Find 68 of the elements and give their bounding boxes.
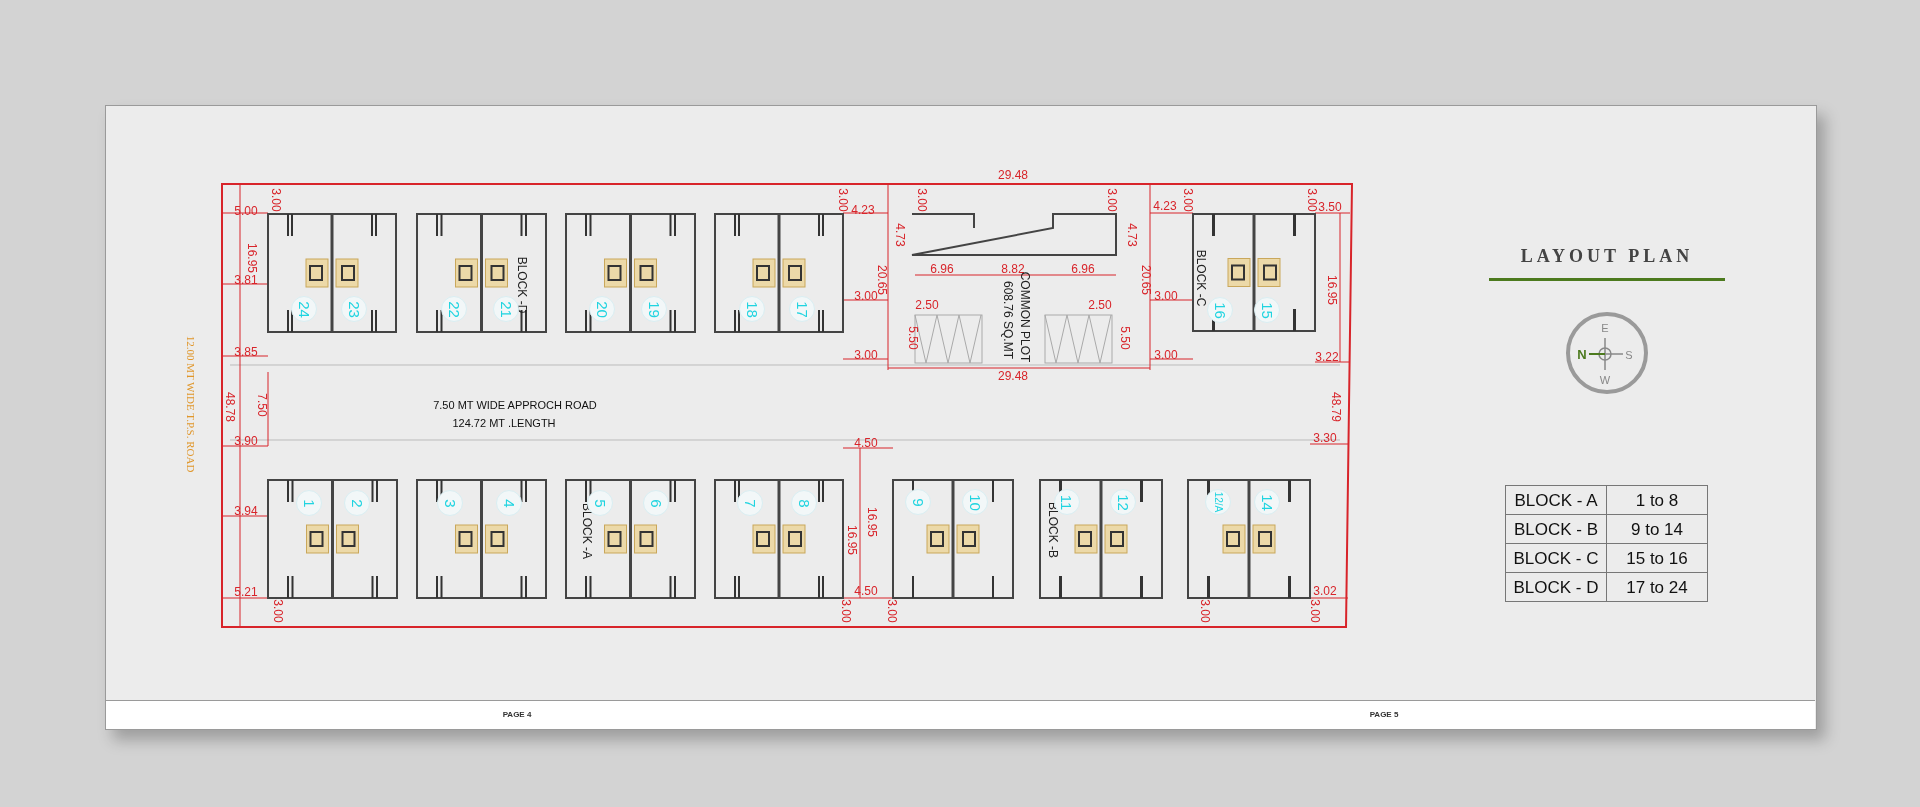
dimension-label: 3.00 xyxy=(854,349,878,361)
dimension-label: 48.79 xyxy=(1330,392,1342,422)
dimension-label: 3.22 xyxy=(1315,351,1339,363)
dimension-label: 3.00 xyxy=(1154,290,1178,302)
table-cell: BLOCK - B xyxy=(1505,514,1607,544)
compass-letter: S xyxy=(1625,349,1633,361)
dimension-label: 4.73 xyxy=(894,223,906,247)
dimension-label: 5.21 xyxy=(234,586,258,598)
dimension-label: 2.50 xyxy=(915,299,939,311)
dimension-label: 3.00 xyxy=(1106,188,1118,212)
dimension-label: 4.73 xyxy=(1126,223,1138,247)
dimension-label: 3.02 xyxy=(1313,585,1337,597)
dimension-label: 5.50 xyxy=(907,326,919,350)
dimension-label: 3.00 xyxy=(854,290,878,302)
page-number: PAGE 5 xyxy=(1369,711,1399,719)
table-cell: BLOCK - C xyxy=(1505,543,1607,573)
table-cell: 15 to 16 xyxy=(1606,543,1708,573)
dimension-label: 20.65 xyxy=(1140,265,1152,295)
dimension-label: 3.00 xyxy=(1199,599,1211,623)
dimension-label: 6.96 xyxy=(930,263,954,275)
page-number: PAGE 4 xyxy=(502,711,532,719)
road-label: 124.72 MT .LENGTH xyxy=(452,417,556,429)
dimension-label: 4.50 xyxy=(854,437,878,449)
compass-letter: N xyxy=(1577,347,1587,361)
table-cell: BLOCK - A xyxy=(1505,485,1607,515)
dimension-label: 3.00 xyxy=(270,188,282,212)
dimension-label: 7.50 xyxy=(256,393,268,417)
dimension-label: 3.94 xyxy=(234,505,258,517)
dimension-label: 3.50 xyxy=(1318,201,1342,213)
dimension-label: 3.90 xyxy=(234,435,258,447)
road-label: 7.50 MT WIDE APPROCH ROAD xyxy=(433,399,597,411)
block-label: 608.76 SQ.MT xyxy=(1002,281,1014,359)
dimension-label: 3.81 xyxy=(234,274,258,286)
dimension-label: 48.78 xyxy=(224,392,236,422)
dimension-label: 4.50 xyxy=(854,585,878,597)
dimension-label: 3.00 xyxy=(1306,188,1318,212)
dimension-label: 16.95 xyxy=(846,525,858,555)
dimension-label: 16.95 xyxy=(246,243,258,273)
dimension-label: 3.00 xyxy=(837,188,849,212)
dimension-label: 2.50 xyxy=(1088,299,1112,311)
dimension-label: 3.00 xyxy=(1154,349,1178,361)
table-cell: 1 to 8 xyxy=(1606,485,1708,515)
road-label: 12.00 MT WIDE T.P.S. ROAD xyxy=(184,335,196,473)
dimension-label: 3.85 xyxy=(234,346,258,358)
dimension-label: 6.96 xyxy=(1071,263,1095,275)
dimension-label: 3.00 xyxy=(886,599,898,623)
compass-letter: W xyxy=(1599,374,1611,386)
dimension-label: 29.48 xyxy=(998,169,1028,181)
dimension-label: 16.95 xyxy=(1326,275,1338,305)
table-cell: BLOCK - D xyxy=(1505,572,1607,602)
plan-title: LAYOUT PLAN xyxy=(1520,247,1694,265)
compass-letter: E xyxy=(1601,322,1609,334)
block-label: BLOCK -D xyxy=(516,256,528,314)
dimension-label: 5.00 xyxy=(234,205,258,217)
dimension-label: 4.23 xyxy=(851,204,875,216)
dimension-label: 5.50 xyxy=(1119,326,1131,350)
block-label: BLOCK -C xyxy=(1195,249,1207,307)
table-cell: 9 to 14 xyxy=(1606,514,1708,544)
dimension-label: 3.00 xyxy=(272,599,284,623)
dimension-label: 3.30 xyxy=(1313,432,1337,444)
dimension-label: 4.23 xyxy=(1153,200,1177,212)
dimension-label: 3.00 xyxy=(916,188,928,212)
dimension-label: 3.00 xyxy=(1309,599,1321,623)
table-cell: 17 to 24 xyxy=(1606,572,1708,602)
dimension-label: 3.00 xyxy=(1182,188,1194,212)
dimension-label: 16.95 xyxy=(866,507,878,537)
dimension-label: 29.48 xyxy=(998,370,1028,382)
dimension-label: 3.00 xyxy=(840,599,852,623)
